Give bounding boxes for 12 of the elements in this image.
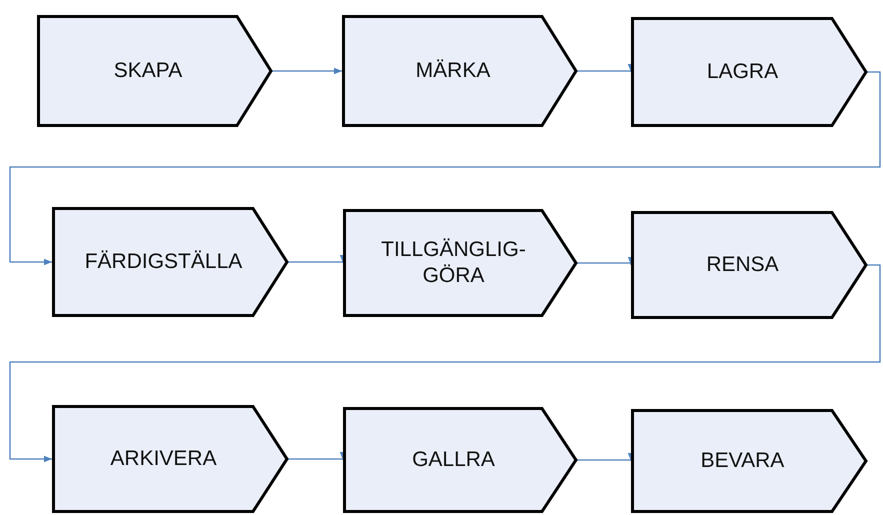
arrow: [272, 68, 342, 74]
step-label: ARKIVERA: [110, 446, 217, 472]
step-label: BEVARA: [700, 448, 784, 474]
arrow: [9, 71, 881, 266]
step-label: GALLRA: [412, 446, 495, 473]
step-label: LAGRA: [706, 58, 778, 85]
step-label: FÄRDIGSTÄLLA: [84, 248, 242, 275]
step-label: SKAPA: [114, 58, 182, 84]
arrow: [9, 264, 881, 462]
step-label: RENSA: [706, 252, 779, 278]
step-label: TILLGÄNGLIG- GÖRA: [380, 236, 527, 289]
step-label: MÄRKA: [416, 58, 490, 84]
